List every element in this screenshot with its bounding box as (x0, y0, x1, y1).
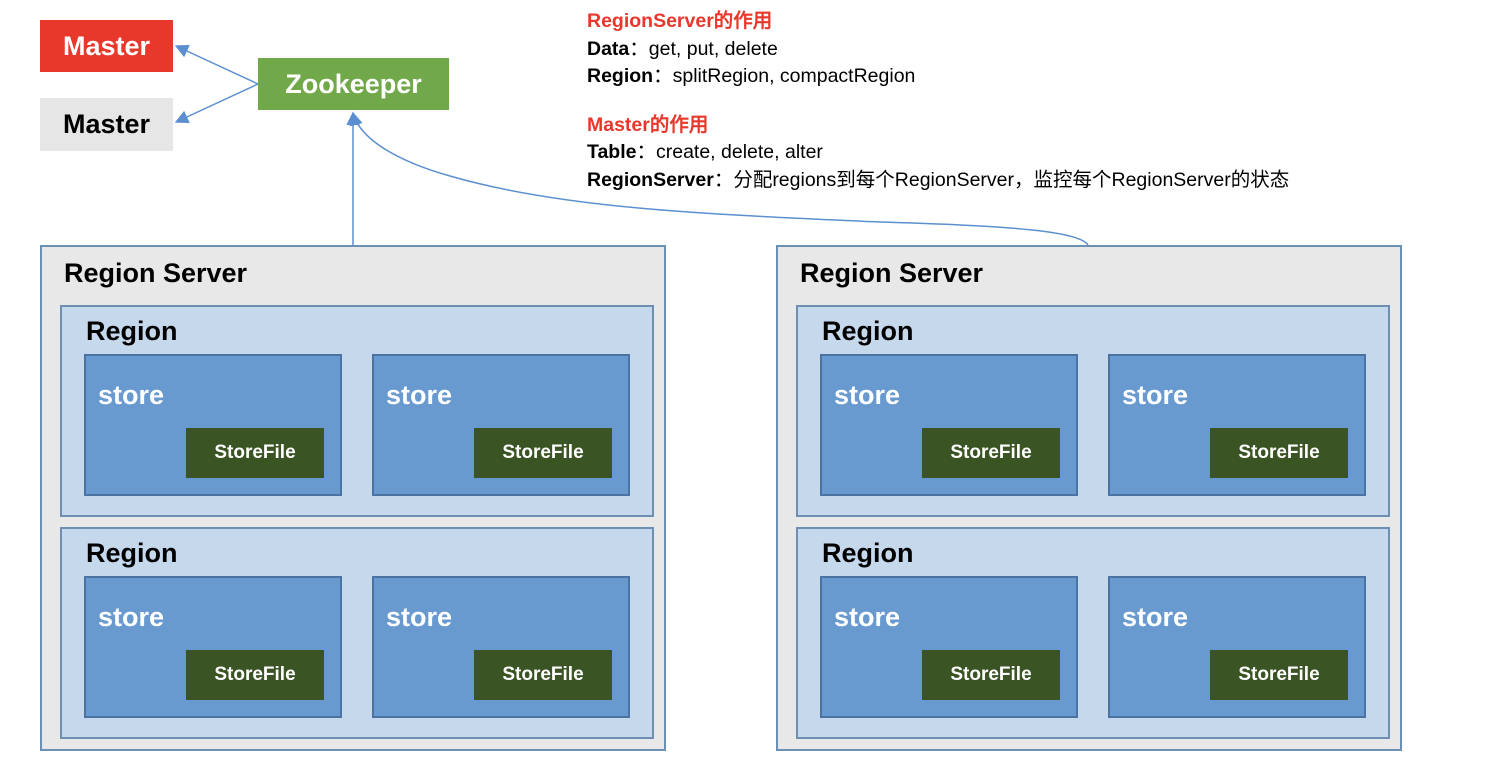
regionserver-role-heading: RegionServer的作用 (587, 10, 773, 32)
region-title: Region (86, 538, 178, 568)
store-title: store (386, 380, 453, 410)
store: store StoreFile (1108, 576, 1366, 718)
arrow-zookeeper-to-master-standby (174, 83, 259, 124)
region-server: Region Server Region store StoreFile sto… (776, 245, 1402, 751)
store: store StoreFile (372, 576, 630, 718)
store-title: store (98, 602, 165, 632)
master-standby-label: Master (62, 109, 151, 139)
master-active-label: Master (62, 30, 151, 61)
region-title: Region (822, 538, 914, 568)
store-title: store (834, 380, 901, 410)
storefile: StoreFile (922, 428, 1060, 478)
regionserver-role-data: Data：get, put, delete (587, 37, 778, 60)
region-server-title: Region Server (64, 258, 248, 288)
master-role-heading: Master的作用 (587, 113, 709, 136)
storefile: StoreFile (474, 428, 612, 478)
arrow-zookeeper-to-master-active (174, 44, 259, 85)
store-title: store (834, 602, 901, 632)
region: Region store StoreFile store StoreFile (796, 527, 1390, 739)
master-role-regionserver: RegionServer：分配regions到每个RegionServer，监控… (587, 168, 1290, 191)
store: store StoreFile (84, 576, 342, 718)
region: Region store StoreFile store StoreFile (60, 305, 654, 517)
storefile: StoreFile (186, 428, 324, 478)
store-title: store (98, 380, 165, 410)
region-title: Region (822, 316, 914, 346)
store: store StoreFile (820, 354, 1078, 496)
store: store StoreFile (820, 576, 1078, 718)
zookeeper-box: Zookeeper (258, 58, 449, 110)
store-title: store (1122, 602, 1189, 632)
role-notes: RegionServer的作用 Data：get, put, delete Re… (587, 8, 1487, 194)
storefile: StoreFile (1210, 650, 1348, 700)
storefile: StoreFile (1210, 428, 1348, 478)
store: store StoreFile (1108, 354, 1366, 496)
storefile: StoreFile (186, 650, 324, 700)
store-title: store (1122, 380, 1189, 410)
master-active-box: Master (40, 20, 173, 72)
region-server: Region Server Region store StoreFile sto… (40, 245, 666, 751)
region-title: Region (86, 316, 178, 346)
region: Region store StoreFile store StoreFile (60, 527, 654, 739)
region: Region store StoreFile store StoreFile (796, 305, 1390, 517)
arrow-server2-to-zookeeper (349, 111, 1089, 246)
store: store StoreFile (372, 354, 630, 496)
zookeeper-label: Zookeeper (285, 68, 422, 99)
master-role-table: Table：create, delete, alter (587, 141, 823, 163)
regionserver-role-region: Region：splitRegion, compactRegion (587, 65, 916, 87)
store: store StoreFile (84, 354, 342, 496)
region-server-title: Region Server (800, 258, 984, 288)
storefile: StoreFile (474, 650, 612, 700)
master-standby-box: Master (40, 98, 173, 151)
store-title: store (386, 602, 453, 632)
storefile: StoreFile (922, 650, 1060, 700)
